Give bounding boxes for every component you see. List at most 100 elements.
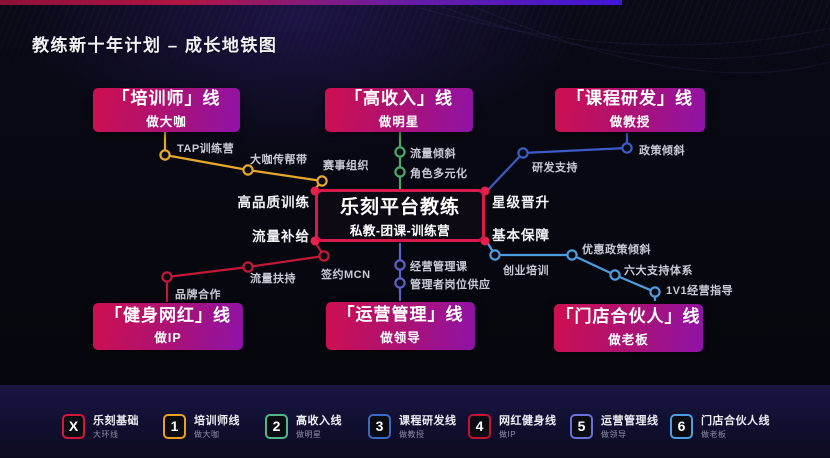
box-highincome-line-goal: 做明星: [378, 114, 420, 129]
box-operations-line-title: 「运营管理」线: [337, 305, 464, 325]
highincome-station-label: 流量倾斜: [410, 148, 456, 160]
box-trainer-line-title: 「培训师」线: [112, 89, 221, 109]
legend-item: 3 课程研发线做教授: [368, 412, 457, 440]
central-hub-title: 乐刻平台教练: [339, 197, 460, 218]
legend-item: 5 运营管理线做领导: [570, 412, 659, 440]
coursedev-rail: [486, 133, 629, 192]
legend-line-symbol: 4: [468, 413, 491, 439]
legend-line-name: 门店合伙人线: [701, 415, 770, 427]
box-highincome-line-title: 「高收入」线: [345, 89, 453, 109]
legend-line-goal: 做明星: [296, 430, 322, 439]
highincome-station-marker: [394, 166, 406, 178]
top-accent-bar: [0, 0, 622, 5]
operations-station-marker: [394, 277, 406, 289]
box-operations-line: 「运营管理」线 做领导: [326, 302, 475, 350]
legend-texts: 网红健身线做IP: [499, 412, 557, 440]
highincome-station-marker: [394, 146, 406, 158]
central-hub-subtitle: 私教-团课-训练营: [349, 224, 451, 238]
legend-item: 4 网红健身线做IP: [468, 412, 557, 440]
partner-station-label: 六大支持体系: [624, 265, 693, 277]
legend-line-goal: 做IP: [499, 430, 517, 439]
influencer-station-label: 签约MCN: [321, 269, 371, 281]
partner-station-marker: [649, 286, 661, 298]
box-partner-line-goal: 做老板: [608, 332, 649, 347]
box-partner-line-title: 「门店合伙人」线: [556, 307, 701, 327]
legend-line-name: 高收入线: [296, 415, 342, 427]
legend-item: 6 门店合伙人线做老板: [670, 412, 770, 440]
operations-station-marker: [394, 259, 406, 271]
hub-label-quality-training: 高品质训练: [237, 195, 310, 210]
legend-line-name: 培训师线: [194, 415, 240, 427]
legend-item: 1 培训师线做大咖: [163, 412, 240, 440]
trainer-station-label: 赛事组织: [323, 160, 369, 172]
hub-label-traffic-supply: 流量补给: [252, 229, 310, 244]
legend-texts: 运营管理线做领导: [601, 412, 659, 440]
box-coursedev-line-title: 「课程研发」线: [567, 89, 693, 109]
partner-station-label: 创业培训: [503, 265, 549, 277]
operations-station-label: 管理者岗位供应: [410, 279, 491, 291]
legend-line-symbol: 1: [163, 413, 186, 439]
legend-line-symbol: 6: [670, 413, 693, 439]
box-highincome-line: 「高收入」线 做明星: [325, 88, 473, 132]
box-partner-line: 「门店合伙人」线 做老板: [554, 304, 703, 352]
central-hub-box: 乐刻平台教练 私教-团课-训练营: [315, 189, 485, 242]
legend-line-goal: 做老板: [701, 430, 727, 439]
coursedev-station-marker: [517, 147, 529, 159]
legend-texts: 课程研发线做教授: [399, 412, 457, 440]
background-wave-texture: [469, 4, 830, 74]
trainer-station-marker: [159, 149, 171, 161]
trainer-station-marker: [316, 175, 328, 187]
background-wave-texture: [439, 5, 830, 59]
legend-line-symbol: 2: [265, 413, 288, 439]
legend-texts: 培训师线做大咖: [194, 412, 240, 440]
legend-line-goal: 做大咖: [194, 430, 220, 439]
legend-line-symbol: 5: [570, 413, 593, 439]
legend-line-symbol: X: [62, 413, 85, 439]
influencer-station-marker: [318, 250, 330, 262]
partner-station-label: 1V1经营指导: [666, 285, 734, 297]
influencer-station-marker: [242, 261, 254, 273]
legend-line-name: 课程研发线: [399, 415, 457, 427]
legend-item: X 乐刻基础大环线: [62, 412, 139, 440]
coursedev-station-marker: [621, 142, 633, 154]
hub-label-basic-guarantee: 基本保障: [492, 228, 550, 243]
box-coursedev-line-goal: 做教授: [609, 114, 651, 129]
influencer-station-label: 品牌合作: [175, 289, 221, 301]
box-influencer-line-goal: 做IP: [154, 331, 182, 346]
box-influencer-line-title: 「健身网红」线: [105, 305, 231, 325]
legend-line-name: 运营管理线: [601, 415, 659, 427]
box-operations-line-goal: 做领导: [380, 330, 421, 345]
operations-station-label: 经营管理课: [410, 261, 468, 273]
partner-station-marker: [609, 269, 621, 281]
background-wave-texture: [419, 7, 830, 46]
box-trainer-line: 「培训师」线 做大咖: [93, 88, 240, 132]
box-trainer-line-goal: 做大咖: [146, 114, 187, 129]
legend-line-name: 乐刻基础: [93, 415, 139, 427]
hub-label-star-promotion: 星级晋升: [492, 195, 550, 210]
coursedev-station-label: 政策倾斜: [639, 145, 685, 157]
box-influencer-line: 「健身网红」线 做IP: [93, 303, 243, 350]
legend-texts: 高收入线做明星: [296, 412, 342, 440]
trainer-station-label: TAP训练营: [177, 143, 235, 155]
coursedev-station-label: 研发支持: [532, 162, 578, 174]
page-title: 教练新十年计划 – 成长地铁图: [32, 36, 278, 55]
partner-station-label: 优惠政策倾斜: [582, 244, 651, 256]
trainer-station-label: 大咖传帮带: [250, 154, 308, 166]
trainer-station-marker: [242, 164, 254, 176]
legend-panel: X 乐刻基础大环线 1 培训师线做大咖 2 高收入线做明星 3 课程研发线做教授 4 网红健身线做…: [0, 385, 830, 458]
highincome-station-label: 角色多元化: [410, 168, 468, 180]
influencer-station-label: 流量扶持: [250, 273, 296, 285]
legend-item: 2 高收入线做明星: [265, 412, 342, 440]
partner-station-marker: [489, 249, 501, 261]
background-hatch-texture: [0, 0, 830, 78]
legend-line-goal: 大环线: [93, 430, 119, 439]
partner-station-marker: [566, 249, 578, 261]
legend-texts: 乐刻基础大环线: [93, 412, 139, 440]
influencer-station-marker: [161, 271, 173, 283]
legend-line-goal: 做领导: [601, 430, 627, 439]
legend-line-symbol: 3: [368, 413, 391, 439]
legend-line-name: 网红健身线: [499, 415, 557, 427]
box-coursedev-line: 「课程研发」线 做教授: [555, 88, 705, 132]
